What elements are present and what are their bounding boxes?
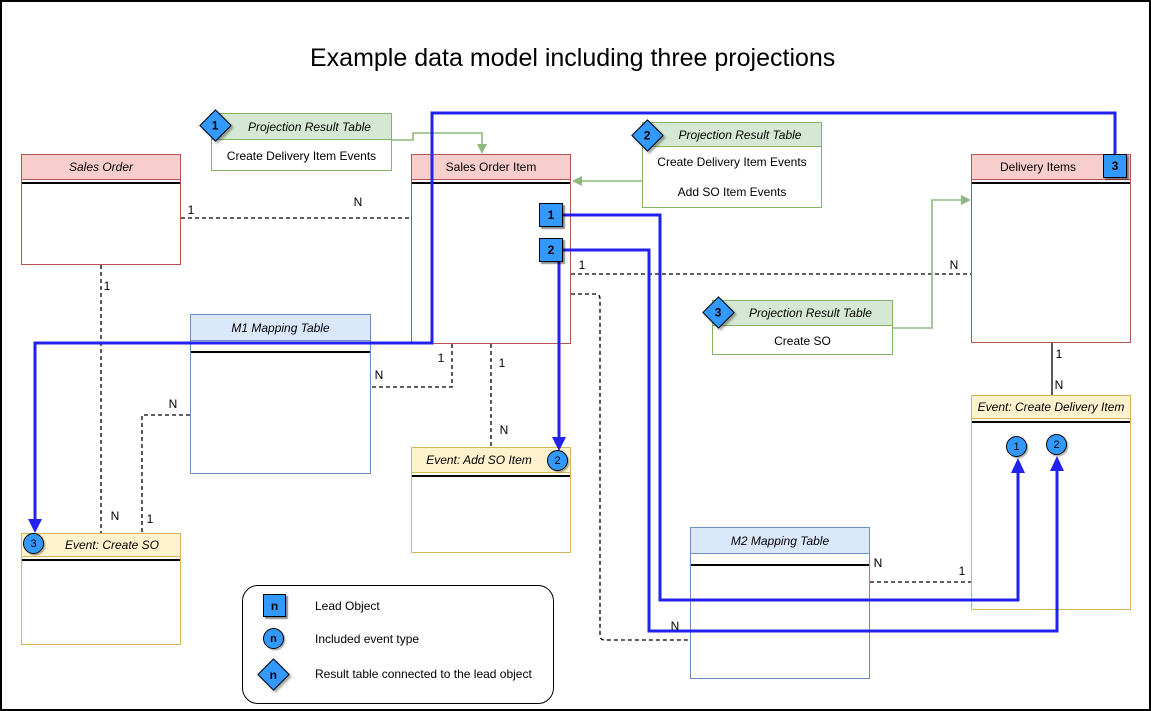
projection-3-row: Create SO	[774, 333, 831, 348]
table-divider	[972, 182, 1130, 184]
event-type-badge-number: 2	[1053, 438, 1060, 451]
result-table-badge-2: 2	[631, 119, 664, 152]
table-sales-order: Sales Order	[21, 154, 181, 265]
green-arrowhead	[572, 176, 582, 186]
lead-object-badge-1-number: 1	[547, 208, 555, 222]
cardinality-label: N	[670, 619, 680, 633]
table-divider	[412, 182, 570, 184]
event-type-badge-create-so: 3	[23, 533, 44, 554]
cardinality-label: 1	[146, 512, 154, 526]
event-type-badge-add-so-item: 2	[547, 450, 568, 471]
result-table-badge-1-number: 1	[212, 118, 219, 133]
event-type-badge-number: 1	[1013, 440, 1020, 453]
result-table-badge-1: 1	[199, 109, 232, 142]
table-event-create-so: Event: Create SO	[21, 533, 181, 645]
legend-event-type-symbol: n	[263, 628, 284, 649]
projection-result-table-3: Projection Result Table Create SO	[712, 300, 893, 355]
table-delivery-items: Delivery Items	[971, 154, 1131, 343]
table-divider	[691, 564, 869, 566]
table-event-create-delivery-item-title: Event: Create Delivery Item	[972, 396, 1130, 419]
lead-object-badge-3-number: 3	[1111, 159, 1119, 173]
cardinality-label: N	[110, 509, 120, 523]
table-sales-order-title: Sales Order	[22, 155, 180, 180]
projection-2-row: Add SO Item Events	[677, 185, 787, 199]
cardinality-label: 1	[1055, 347, 1063, 361]
table-divider	[412, 475, 570, 477]
legend-result-table-symbol: n	[257, 658, 290, 691]
table-sales-order-item-title: Sales Order Item	[412, 155, 570, 180]
table-divider	[22, 559, 180, 561]
lead-object-badge-2: 2	[539, 238, 563, 262]
lead-object-badge-3: 3	[1103, 154, 1127, 178]
table-event-create-so-title: Event: Create SO	[22, 534, 180, 557]
legend-symbol-letter: n	[269, 667, 278, 682]
cardinality-label: 1	[958, 564, 966, 578]
projection-3-title: Projection Result Table	[713, 301, 892, 326]
green-arrowhead	[961, 195, 971, 205]
table-m2-mapping-title: M2 Mapping Table	[691, 528, 869, 554]
cardinality-label: N	[374, 368, 384, 382]
cardinality-label: 1	[437, 351, 445, 365]
legend-label-result-table: Result table connected to the lead objec…	[315, 667, 532, 681]
cardinality-label: 1	[578, 258, 586, 272]
projection-result-table-2: Projection Result Table Create Delivery …	[642, 122, 822, 208]
table-divider	[22, 182, 180, 184]
projection-result-table-1: Projection Result Table Create Delivery …	[211, 113, 392, 171]
cardinality-label: 1	[103, 279, 111, 293]
projection-1-row: Create Delivery Item Events	[226, 148, 377, 163]
legend-label-lead-object: Lead Object	[315, 599, 380, 613]
cardinality-label: N	[168, 397, 178, 411]
event-type-badge-create-delivery-item-1: 1	[1006, 436, 1027, 457]
diagram-title: Example data model including three proje…	[310, 44, 836, 72]
result-table-badge-2-number: 2	[644, 128, 651, 143]
event-type-badge-number: 3	[30, 537, 37, 550]
table-divider	[191, 351, 370, 353]
green-arrowhead	[477, 144, 487, 154]
cardinality-label: N	[499, 423, 509, 437]
table-m1-mapping-title: M1 Mapping Table	[191, 315, 370, 341]
cardinality-label: 1	[187, 203, 195, 217]
legend-box	[242, 585, 554, 704]
relation-sales-order-item-m2	[571, 293, 690, 641]
result-table-badge-3: 3	[702, 296, 735, 329]
projection-2-row: Create Delivery Item Events	[657, 155, 807, 169]
result-table-badge-3-number: 3	[715, 305, 722, 320]
legend-label-included-event-type: Included event type	[315, 632, 420, 646]
projection-2-title: Projection Result Table	[643, 123, 821, 147]
table-divider	[972, 421, 1130, 423]
table-event-create-delivery-item: Event: Create Delivery Item	[971, 395, 1131, 610]
cardinality-label: N	[1054, 378, 1064, 392]
cardinality-label: 1	[498, 356, 506, 370]
legend-lead-object-symbol: n	[263, 594, 286, 617]
green-connector-projection1-sales-order-item	[392, 132, 483, 145]
lead-object-badge-2-number: 2	[547, 243, 555, 257]
event-type-badge-number: 2	[554, 454, 561, 467]
projection-1-title: Projection Result Table	[212, 114, 391, 140]
cardinality-label: N	[949, 258, 959, 272]
event-type-badge-create-delivery-item-2: 2	[1046, 434, 1067, 455]
blue-arrowhead	[28, 519, 42, 533]
cardinality-label: N	[353, 195, 363, 209]
table-m1-mapping: M1 Mapping Table	[190, 314, 371, 474]
lead-object-badge-1: 1	[539, 203, 563, 227]
cardinality-label: N	[873, 556, 883, 570]
legend-symbol-letter: n	[270, 598, 279, 613]
table-m2-mapping: M2 Mapping Table	[690, 527, 870, 679]
legend-symbol-letter: n	[270, 632, 277, 645]
